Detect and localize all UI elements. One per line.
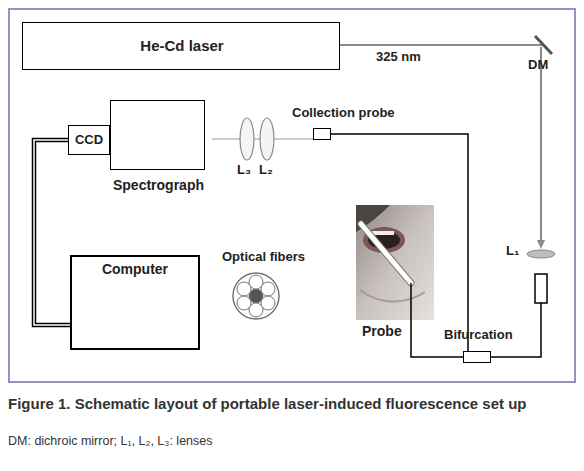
text-label: 325 nm <box>376 50 456 65</box>
node-label: Collection probe <box>292 106 422 121</box>
connector-line <box>34 140 70 325</box>
text-label: L₃ <box>237 163 257 178</box>
laser-beam <box>340 44 543 46</box>
node-box: Computer <box>70 255 200 350</box>
text-label: L₁ <box>506 244 530 259</box>
text-label: L₂ <box>259 163 279 178</box>
probe-photo <box>356 205 434 320</box>
node-box: Bifurcation <box>463 351 491 363</box>
figure-caption: Figure 1. Schematic layout of portable l… <box>8 394 580 413</box>
node-label: Computer <box>72 261 198 277</box>
connector-line <box>331 134 468 351</box>
node-box: Spectrograph <box>110 100 205 170</box>
connector <box>331 134 468 351</box>
node-box: Probe <box>356 205 434 320</box>
node-label: Bifurcation <box>444 328 554 343</box>
connector <box>34 140 70 325</box>
fiber-core <box>261 296 275 310</box>
fiber-core <box>237 282 251 296</box>
outer-frame <box>9 9 575 382</box>
node-box: He-Cd laser <box>22 22 340 70</box>
fiber-connector <box>535 274 547 303</box>
laser-beam <box>540 47 542 244</box>
node-label: Spectrograph <box>101 177 216 193</box>
text-label: DM <box>528 58 568 73</box>
dichroic-mirror <box>535 36 552 54</box>
lens-symbol <box>527 250 555 258</box>
lens-symbol <box>260 118 274 160</box>
lens-symbol <box>240 118 254 160</box>
fiber-core <box>237 296 251 310</box>
connector-line <box>34 140 70 325</box>
text-label: DM: dichroic mirror; L₁, L₂, L₃: lenses <box>8 434 578 448</box>
node-label: CCD <box>69 133 109 148</box>
fiber-core <box>261 282 275 296</box>
node-label: He-Cd laser <box>23 37 341 54</box>
beam-arrowhead <box>537 240 545 249</box>
node-box: CCD <box>68 125 110 155</box>
node-box: Collection probe <box>313 128 331 140</box>
text-label: Optical fibers <box>222 250 332 265</box>
fiber-bundle <box>233 273 279 319</box>
node-label: Probe <box>362 323 432 339</box>
